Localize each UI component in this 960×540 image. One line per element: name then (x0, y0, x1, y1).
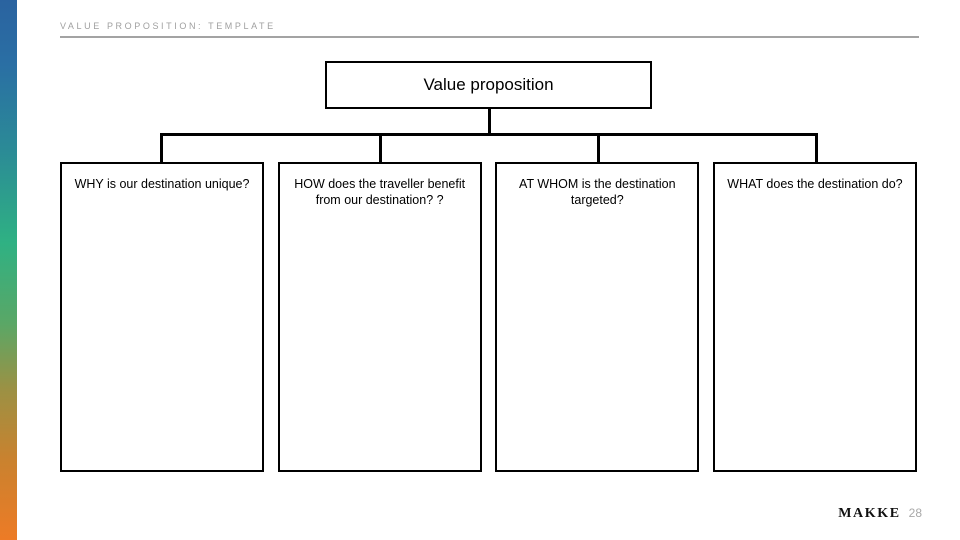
slide-eyebrow-title: VALUE PROPOSITION: TEMPLATE (60, 21, 276, 31)
branch-box-at-whom[interactable]: AT WHOM is the destination targeted? (495, 162, 700, 472)
left-accent-gradient-bar (0, 0, 17, 540)
connector-drop-4 (815, 133, 818, 163)
value-proposition-root-box: Value proposition (325, 61, 652, 109)
branch-label-what: WHAT does the destination do? (727, 177, 903, 191)
connector-root-stem (488, 109, 491, 136)
header-divider-rule (60, 36, 919, 38)
connector-horizontal-bus (160, 133, 817, 136)
value-proposition-root-label: Value proposition (423, 74, 554, 94)
connector-drop-1 (160, 133, 163, 163)
branch-box-what[interactable]: WHAT does the destination do? (712, 162, 917, 472)
branch-box-how[interactable]: HOW does the traveller benefit from our … (277, 162, 482, 472)
page-number: 28 (908, 506, 922, 520)
connector-drop-2 (379, 133, 382, 163)
slide-footer: MAKKE 28 (838, 506, 922, 522)
branch-label-why: WHY is our destination unique? (74, 177, 250, 191)
branch-label-how: HOW does the traveller benefit from our … (294, 177, 466, 207)
brand-wordmark: MAKKE (838, 506, 901, 521)
branch-label-at-whom: AT WHOM is the destination targeted? (519, 177, 676, 207)
connector-drop-3 (597, 133, 600, 163)
branch-box-why[interactable]: WHY is our destination unique? (60, 162, 264, 472)
branch-box-row: WHY is our destination unique? HOW does … (60, 162, 917, 472)
